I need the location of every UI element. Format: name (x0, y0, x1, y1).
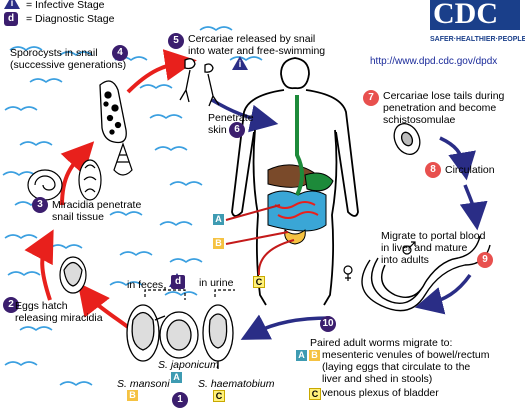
step4-badge: 4 (112, 45, 128, 61)
infective-stage-icon: i (4, 0, 20, 9)
step7-label: Cercariae lose tails during penetration … (383, 90, 505, 126)
cercariae (179, 58, 220, 107)
schistosomulum (393, 122, 421, 156)
diagnostic-stage-icon: d (4, 12, 18, 26)
miracidium (59, 256, 87, 294)
step10-c-box: C (309, 388, 321, 400)
step5-badge: 5 (168, 33, 184, 49)
adult-worm-pair (361, 235, 491, 312)
site-pointer-lines (225, 204, 295, 276)
sex-symbols (343, 241, 416, 281)
step5-label: Cercariae released by snail into water a… (188, 33, 326, 57)
step8-label: Circulation (445, 164, 495, 176)
mansoni-label: S. mansoni (117, 378, 170, 390)
step10-badge: 10 (320, 316, 336, 332)
step3-badge: 3 (32, 197, 48, 213)
step10-b-box: B (309, 350, 320, 361)
step2-label: Eggs hatch releasing miracidia (15, 300, 103, 324)
cdc-tagline: SAFER·HEALTHIER·PEOPLE™ (430, 36, 525, 43)
water-cycle-arrows (24, 49, 197, 332)
step1-badge: 1 (172, 392, 188, 408)
snail-shells (27, 142, 133, 201)
haematobium-c-box: C (213, 390, 225, 402)
site-ab-text: mesenteric venules of bowel/rectum (layi… (322, 349, 490, 385)
step7-badge: 7 (363, 90, 379, 106)
egg-haematobium (202, 304, 234, 369)
sporocyst (99, 80, 127, 144)
legend-diagnostic: = Diagnostic Stage (26, 13, 115, 25)
step6-badge: 6 (229, 122, 245, 138)
step2-badge: 2 (3, 297, 19, 313)
egg-source-lines (144, 285, 235, 300)
egg-mansoni (126, 304, 166, 362)
egg-japonicum (159, 311, 199, 359)
japonicum-a-box: A (171, 372, 182, 383)
site-b-box: B (213, 238, 224, 249)
water-waves (2, 26, 263, 386)
site-c-box: C (253, 276, 265, 288)
eggs-diagnostic-icon: d (171, 275, 185, 289)
haematobium-label: S. haematobium (198, 378, 275, 390)
legend-infective: = Infective Stage (26, 0, 105, 11)
cdc-logo: CDC (433, 0, 498, 30)
step6-label: Penetrate skin (208, 112, 254, 136)
step10-a-box: A (296, 350, 307, 361)
step5-infective-icon: i (232, 56, 248, 70)
mansoni-b-box: B (127, 390, 138, 401)
in-feces-label: in feces (127, 279, 164, 291)
abdominal-organs (267, 95, 334, 245)
step4-label: Sporocysts in snail (successive generati… (10, 47, 127, 71)
step10-label: Paired adult worms migrate to: (310, 337, 453, 349)
step9-badge: 9 (477, 252, 493, 268)
step3-label: Miracidia penetrate snail tissue (52, 199, 142, 223)
in-urine-label: in urine (199, 277, 234, 289)
japonicum-label: S. japonicum (158, 359, 219, 371)
cdc-logo-graphic (430, 0, 520, 30)
site-c-text: venous plexus of bladder (322, 387, 439, 399)
step8-badge: 8 (425, 162, 441, 178)
step9-label: Migrate to portal blood in liver and mat… (381, 230, 486, 266)
site-a-box: A (213, 214, 224, 225)
cdc-dpdx-link[interactable]: http://www.dpd.cdc.gov/dpdx (370, 56, 498, 67)
